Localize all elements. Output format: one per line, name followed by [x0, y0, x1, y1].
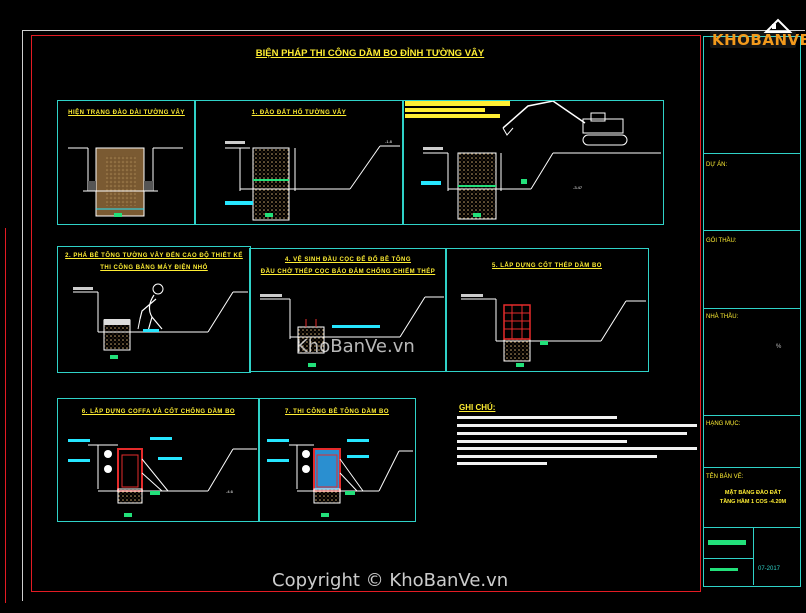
drawing-name-line2: TẦNG HẦM 1 COS -4.20M [719, 499, 787, 505]
watermark-center: KhoBanVe.vn [296, 336, 415, 357]
panel-5: 4. VỆ SINH ĐẦU CỌC ĐỂ ĐỔ BÊ TÔNG ĐẦU CHỜ… [249, 248, 447, 372]
drawing-name-line1: MẶT BẰNG ĐÀO ĐẤT [724, 490, 782, 496]
panel-7-title: 6. LẮP DỰNG COFFA VÀ CỐT CHỐNG DẦM BO [81, 409, 236, 415]
tb-divider-1 [703, 153, 800, 154]
note-line-7 [457, 462, 547, 465]
note-line-5 [457, 447, 697, 450]
note-line-4 [457, 440, 627, 443]
drawing-title: BIỆN PHÁP THI CÔNG DẦM BO ĐỈNH TƯỜNG VÂY [255, 48, 485, 59]
note-line-1 [457, 416, 617, 419]
title-block [703, 36, 801, 587]
label-ten-ban-ve: TÊN BẢN VẼ: [706, 474, 744, 480]
khobanve-logo: KHOBANVE [708, 14, 806, 54]
panel-5-drawing [260, 294, 444, 367]
panel-5-title: 4. VỆ SINH ĐẦU CỌC ĐỂ ĐỔ BÊ TÔNG [284, 257, 411, 263]
panel-4-title: 2. PHÁ BÊ TÔNG TƯỜNG VÂY ĐẾN CAO ĐỘ THIẾ… [65, 253, 243, 259]
panel-6: 5. LẮP DỰNG CỐT THÉP DẦM BO [445, 248, 649, 372]
note-line-3 [457, 432, 687, 435]
panel-1-title: HIỆN TRẠNG ĐÀO DÀI TƯỜNG VÂY [68, 110, 185, 116]
tb-green-mark-2 [710, 568, 738, 571]
panel-2: 1. ĐÀO ĐẤT HỐ TƯỜNG VÂY -1.8 [194, 100, 404, 225]
tb-vert-divider [753, 527, 754, 585]
tb-green-mark-1 [708, 540, 746, 545]
panel-6-title: 5. LẮP DỰNG CỐT THÉP DẦM BO [492, 263, 602, 269]
tb-divider-4 [703, 415, 800, 416]
panel-8-title: 7. THI CÔNG BÊ TÔNG DẦM BO [284, 409, 389, 415]
panel-7: 6. LẮP DỰNG COFFA VÀ CỐT CHỐNG DẦM BO -4… [57, 398, 260, 522]
panel-7-drawing: -4.6 [68, 437, 257, 517]
left-sheet-fragment [0, 228, 6, 603]
tb-divider-3 [703, 308, 800, 309]
svg-text:-4.6: -4.6 [226, 489, 234, 494]
panel-2-title: 1. ĐÀO ĐẤT HỐ TƯỜNG VÂY [251, 110, 347, 116]
label-du-an: DỰ ÁN: [706, 162, 728, 168]
watermark-footer: Copyright © KhoBanVe.vn [272, 570, 509, 591]
label-nha-thau: NHÀ THẦU: [706, 314, 739, 320]
sheet-number: 07-2017 [758, 566, 781, 572]
panel-5-title2: ĐẦU CHỜ THÉP CỌC BẢO ĐẢM CHỐNG CHIẾM THÉ… [260, 269, 436, 275]
svg-text:-3.47: -3.47 [573, 185, 583, 190]
note-line-2 [457, 424, 697, 427]
tb-divider-6 [703, 527, 800, 528]
panel-4-title2: THI CÔNG BẰNG MÁY ĐIỆN NHỎ [100, 265, 208, 271]
drawing-frame [31, 35, 701, 592]
panel-4-drawing [73, 283, 248, 359]
label-hang-muc: HẠNG MỤC: [706, 421, 741, 427]
panel-8: 7. THI CÔNG BÊ TÔNG DẦM BO [258, 398, 416, 522]
tb-divider-7 [703, 558, 753, 559]
panel-1-drawing [68, 147, 183, 217]
notes-heading: GHI CHÚ: [459, 403, 496, 412]
panel-4: 2. PHÁ BÊ TÔNG TƯỜNG VÂY ĐẾN CAO ĐỘ THIẾ… [57, 246, 251, 373]
sheet-outer-border [22, 30, 805, 601]
tb-small-mark: % [776, 344, 782, 350]
panel-6-drawing [461, 294, 646, 367]
note-line-6 [457, 455, 657, 458]
panel-1: HIỆN TRẠNG ĐÀO DÀI TƯỜNG VÂY [57, 100, 196, 225]
panel-3-drawing: -3.47 [405, 101, 661, 220]
panel-2-drawing: -1.8 [225, 139, 400, 221]
logo-text: KHOBANVE [712, 31, 806, 49]
tb-divider-2 [703, 230, 800, 231]
svg-text:-1.8: -1.8 [385, 139, 393, 144]
tb-divider-5 [703, 467, 800, 468]
label-goi-thau: GÓI THẦU: [706, 238, 737, 244]
panel-8-drawing [267, 439, 413, 517]
panel-3: -3.47 [402, 100, 664, 225]
